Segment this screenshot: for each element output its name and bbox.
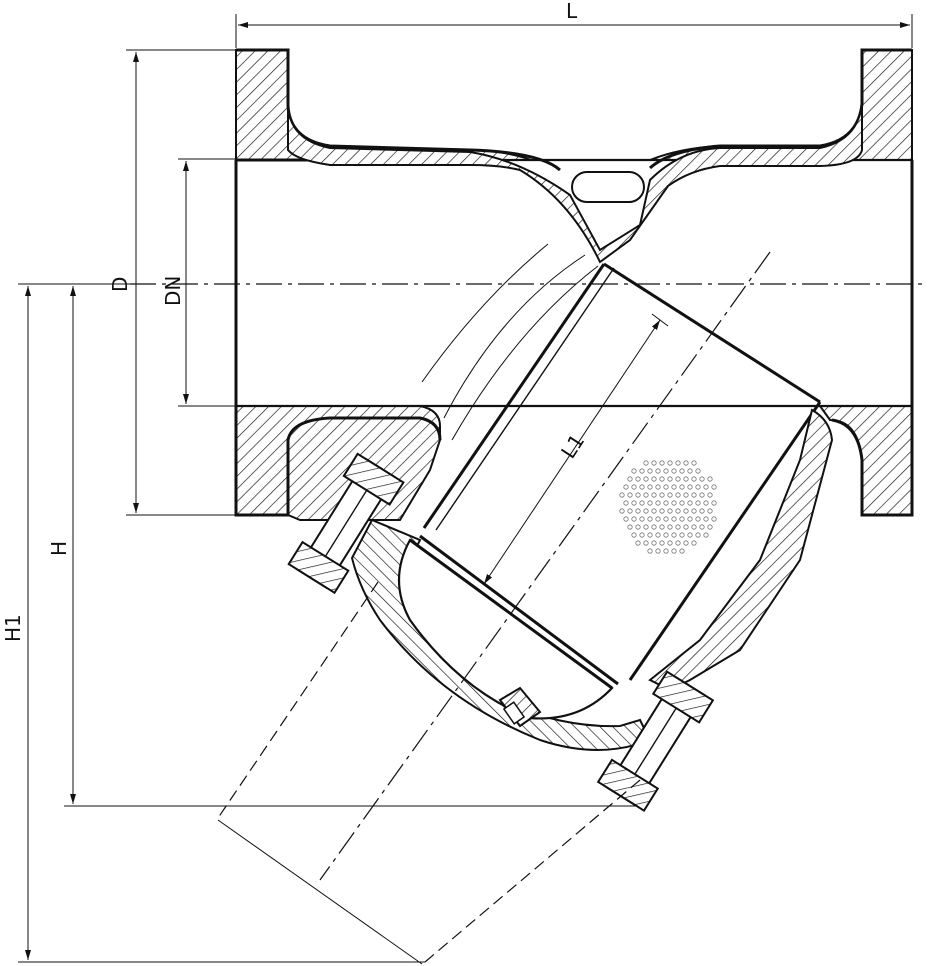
body-right-wall bbox=[648, 408, 834, 692]
dimension-l: L bbox=[235, 0, 913, 48]
bonnet-cover bbox=[350, 518, 652, 751]
vent-slot bbox=[571, 171, 645, 203]
bolt-left bbox=[287, 452, 405, 595]
dimension-dn: DN bbox=[161, 158, 236, 407]
dimension-h-label: H bbox=[47, 541, 71, 556]
valve-body bbox=[234, 48, 914, 521]
dimension-dn-label: DN bbox=[161, 276, 185, 306]
bolt-right bbox=[596, 670, 715, 812]
dimension-l1-label: L1 bbox=[556, 430, 589, 463]
removal-envelope bbox=[217, 251, 771, 965]
dimension-h: H bbox=[47, 283, 640, 807]
perforation-pattern bbox=[619, 460, 717, 554]
dimension-l-label: L bbox=[566, 0, 578, 23]
dimension-h1-label: H1 bbox=[1, 614, 25, 642]
dimension-h1: H1 bbox=[1, 283, 425, 963]
